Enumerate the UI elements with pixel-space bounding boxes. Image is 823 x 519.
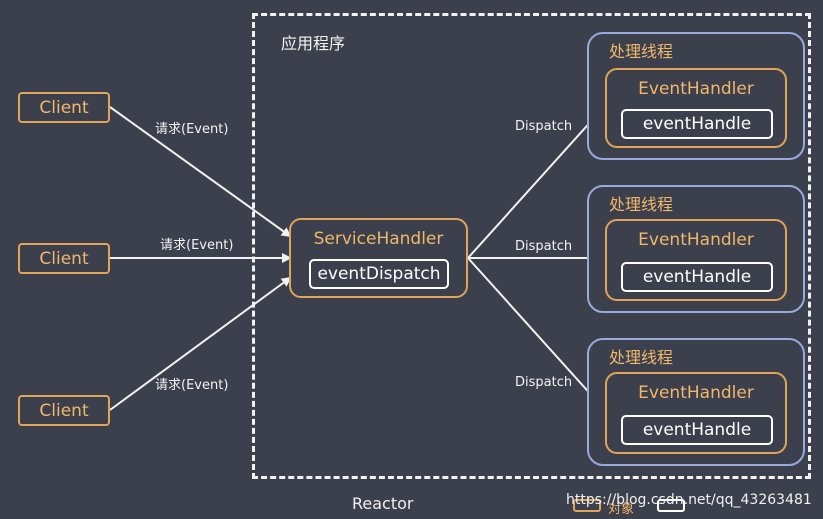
dispatch-arrow-1 [467,106,605,259]
method-label: eventDispatch [317,264,441,284]
reactor-boundary [252,13,811,479]
thread-title: 处理线程 [609,348,674,367]
event-handle-method: eventHandle [621,109,773,139]
request-arrow-3 [109,276,292,411]
method-label: eventHandle [642,420,752,440]
request-arrow-1 [109,106,292,238]
event-handler-title: EventHandler [638,383,754,403]
client-node-2: Client [18,243,110,274]
event-handle-method: eventHandle [621,262,773,292]
thread-title: 处理线程 [609,42,674,61]
processing-thread-3: 处理线程 EventHandler eventHandle [587,338,805,466]
service-handler-node: ServiceHandler eventDispatch [289,218,468,298]
event-handler-title: EventHandler [638,79,754,99]
dispatch-label-1: Dispatch [515,119,573,134]
event-dispatch-method: eventDispatch [309,259,449,289]
service-handler-title: ServiceHandler [313,229,444,249]
processing-thread-2: 处理线程 EventHandler eventHandle [587,185,805,313]
application-title: 应用程序 [281,34,346,53]
thread-title: 处理线程 [609,195,674,214]
processing-thread-1: 处理线程 EventHandler eventHandle [587,32,805,160]
event-handler-node: EventHandler eventHandle [605,68,787,148]
dispatch-label-2: Dispatch [515,239,573,254]
dispatch-label-3: Dispatch [515,375,573,390]
client-label: Client [39,97,89,118]
legend-method-swatch [657,499,685,512]
reactor-label: Reactor [352,494,414,513]
request-label-2: 请求(Event) [160,238,234,253]
event-handler-title: EventHandler [638,230,754,250]
event-handler-node: EventHandler eventHandle [605,372,787,454]
request-label-3: 请求(Event) [155,378,229,393]
method-label: eventHandle [642,267,752,287]
watermark-text: https://blog.csdn.net/qq_43263481 [566,492,812,508]
event-handler-node: EventHandler eventHandle [605,219,787,301]
client-label: Client [39,248,89,269]
method-label: eventHandle [642,114,752,134]
dispatch-arrow-3 [467,257,605,410]
request-label-1: 请求(Event) [155,122,229,137]
client-node-1: Client [18,92,110,123]
legend-object-swatch [573,499,601,512]
client-node-3: Client [18,395,110,426]
client-label: Client [39,400,89,421]
legend-object-label: 对象 [608,502,635,517]
event-handle-method: eventHandle [621,415,773,445]
